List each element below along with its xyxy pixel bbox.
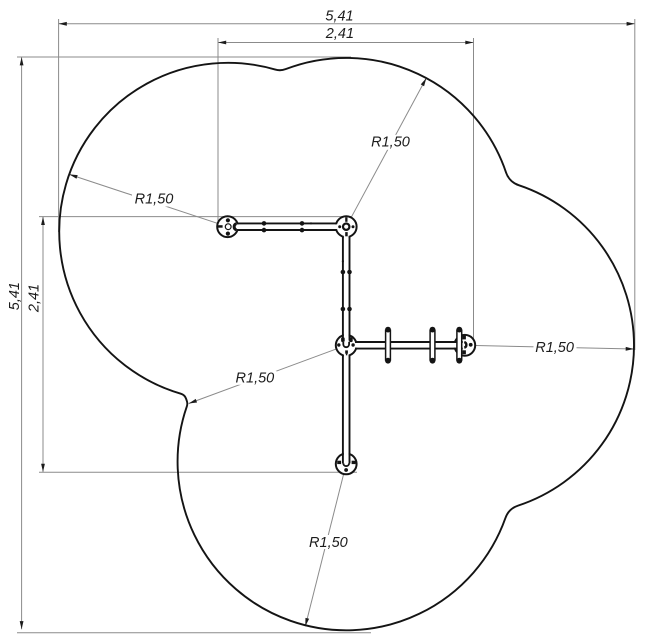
svg-text:R1,50: R1,50: [309, 535, 348, 551]
svg-text:5,41: 5,41: [7, 282, 23, 310]
svg-text:5,41: 5,41: [325, 8, 353, 24]
svg-text:R1,50: R1,50: [236, 371, 275, 387]
svg-text:R1,50: R1,50: [371, 135, 410, 151]
svg-text:R1,50: R1,50: [135, 191, 174, 207]
svg-text:2,41: 2,41: [26, 284, 42, 313]
svg-text:2,41: 2,41: [325, 26, 354, 42]
svg-text:R1,50: R1,50: [535, 340, 574, 356]
